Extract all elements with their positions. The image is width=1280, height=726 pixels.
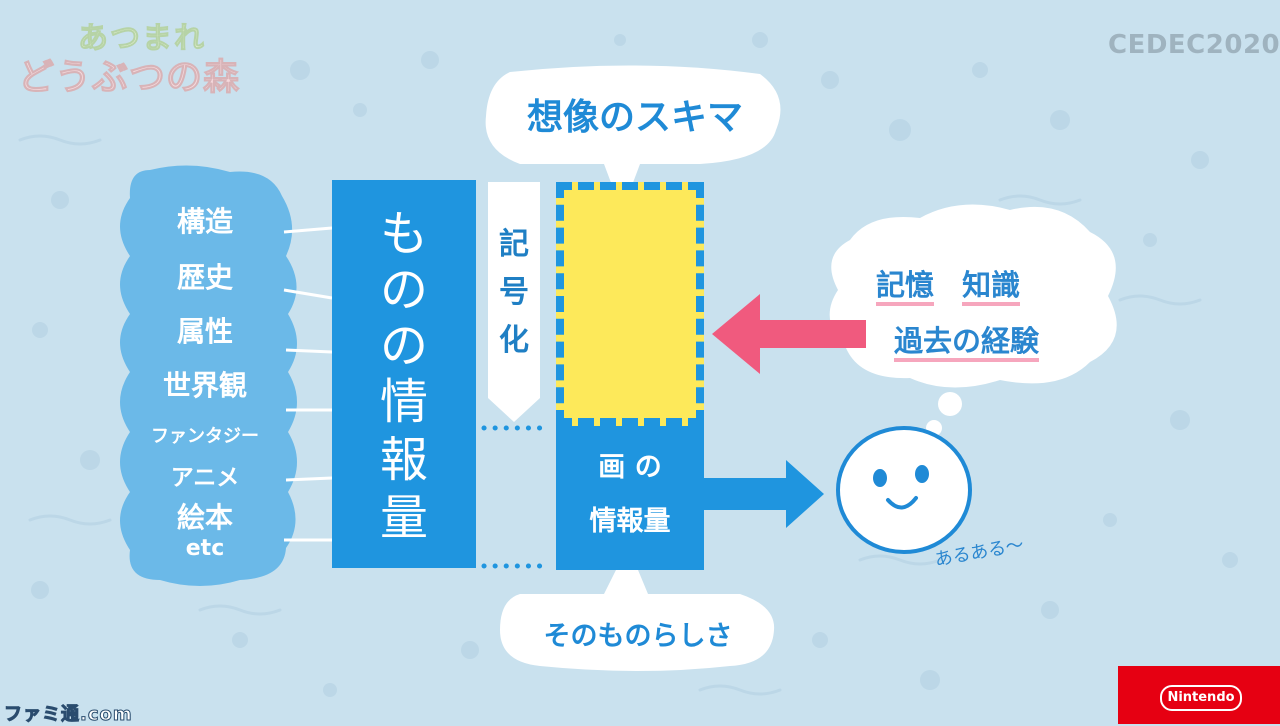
left-item-worldview: 世界観: [162, 369, 247, 402]
symbolize-char-3: 化: [499, 323, 529, 358]
left-item-structure: 構造: [176, 205, 233, 238]
game-logo-line2: どうぶつの森: [17, 57, 241, 98]
info-char-6: 量: [379, 490, 428, 546]
conference-logo: CEDEC2020: [1108, 30, 1280, 60]
info-char-1: も: [379, 206, 428, 262]
essence-bubble: [500, 546, 775, 671]
picture-box-line2: 情報量: [589, 506, 671, 537]
blue-arrow: [704, 460, 824, 528]
symbolize-char-2: 号: [499, 275, 529, 310]
essence-label: そのものらしさ: [543, 621, 733, 652]
object-information-column: も の の 情 報 量: [332, 180, 476, 568]
symbolize-arrow: [488, 182, 540, 422]
left-item-fantasy: ファンタジー: [151, 426, 259, 447]
game-logo-line1: あつまれ: [78, 21, 206, 56]
famitsu-watermark: ファミ通.com: [4, 704, 133, 726]
picture-box-line1: 画 の: [598, 452, 662, 483]
imagination-bubble: [485, 65, 781, 212]
nintendo-badge: Nintendo: [1118, 666, 1280, 724]
imagination-gap-box: [556, 182, 704, 426]
info-char-2: の: [379, 262, 428, 318]
symbolize-char-1: 記: [499, 227, 529, 262]
left-item-picture-book: 絵本: [176, 501, 233, 534]
pink-arrow: [712, 294, 866, 374]
left-item-attribute: 属性: [176, 315, 233, 348]
thought-cloud: [829, 204, 1117, 388]
info-char-4: 情: [379, 374, 428, 430]
picture-information-box: 画 の 情報量: [556, 426, 704, 570]
memory-label: 記憶 知識: [876, 262, 1021, 306]
info-char-5: 報: [379, 432, 428, 488]
memory-word: 記憶: [876, 268, 935, 306]
face: [836, 426, 972, 554]
left-item-anime: アニメ: [170, 465, 240, 491]
knowledge-word: 知識: [962, 268, 1021, 306]
experience-label: 過去の経験: [894, 318, 1040, 362]
game-logo: あつまれ どうぶつの森: [17, 21, 258, 104]
nintendo-logo: Nintendo: [1160, 685, 1242, 711]
left-item-etc: etc: [185, 536, 225, 561]
left-item-history: 歴史: [176, 261, 233, 294]
info-char-3: の: [379, 318, 428, 374]
imagination-gap-label: 想像のスキマ: [526, 97, 743, 138]
left-cloud: [120, 165, 297, 587]
past-experience-word: 過去の経験: [894, 324, 1040, 362]
